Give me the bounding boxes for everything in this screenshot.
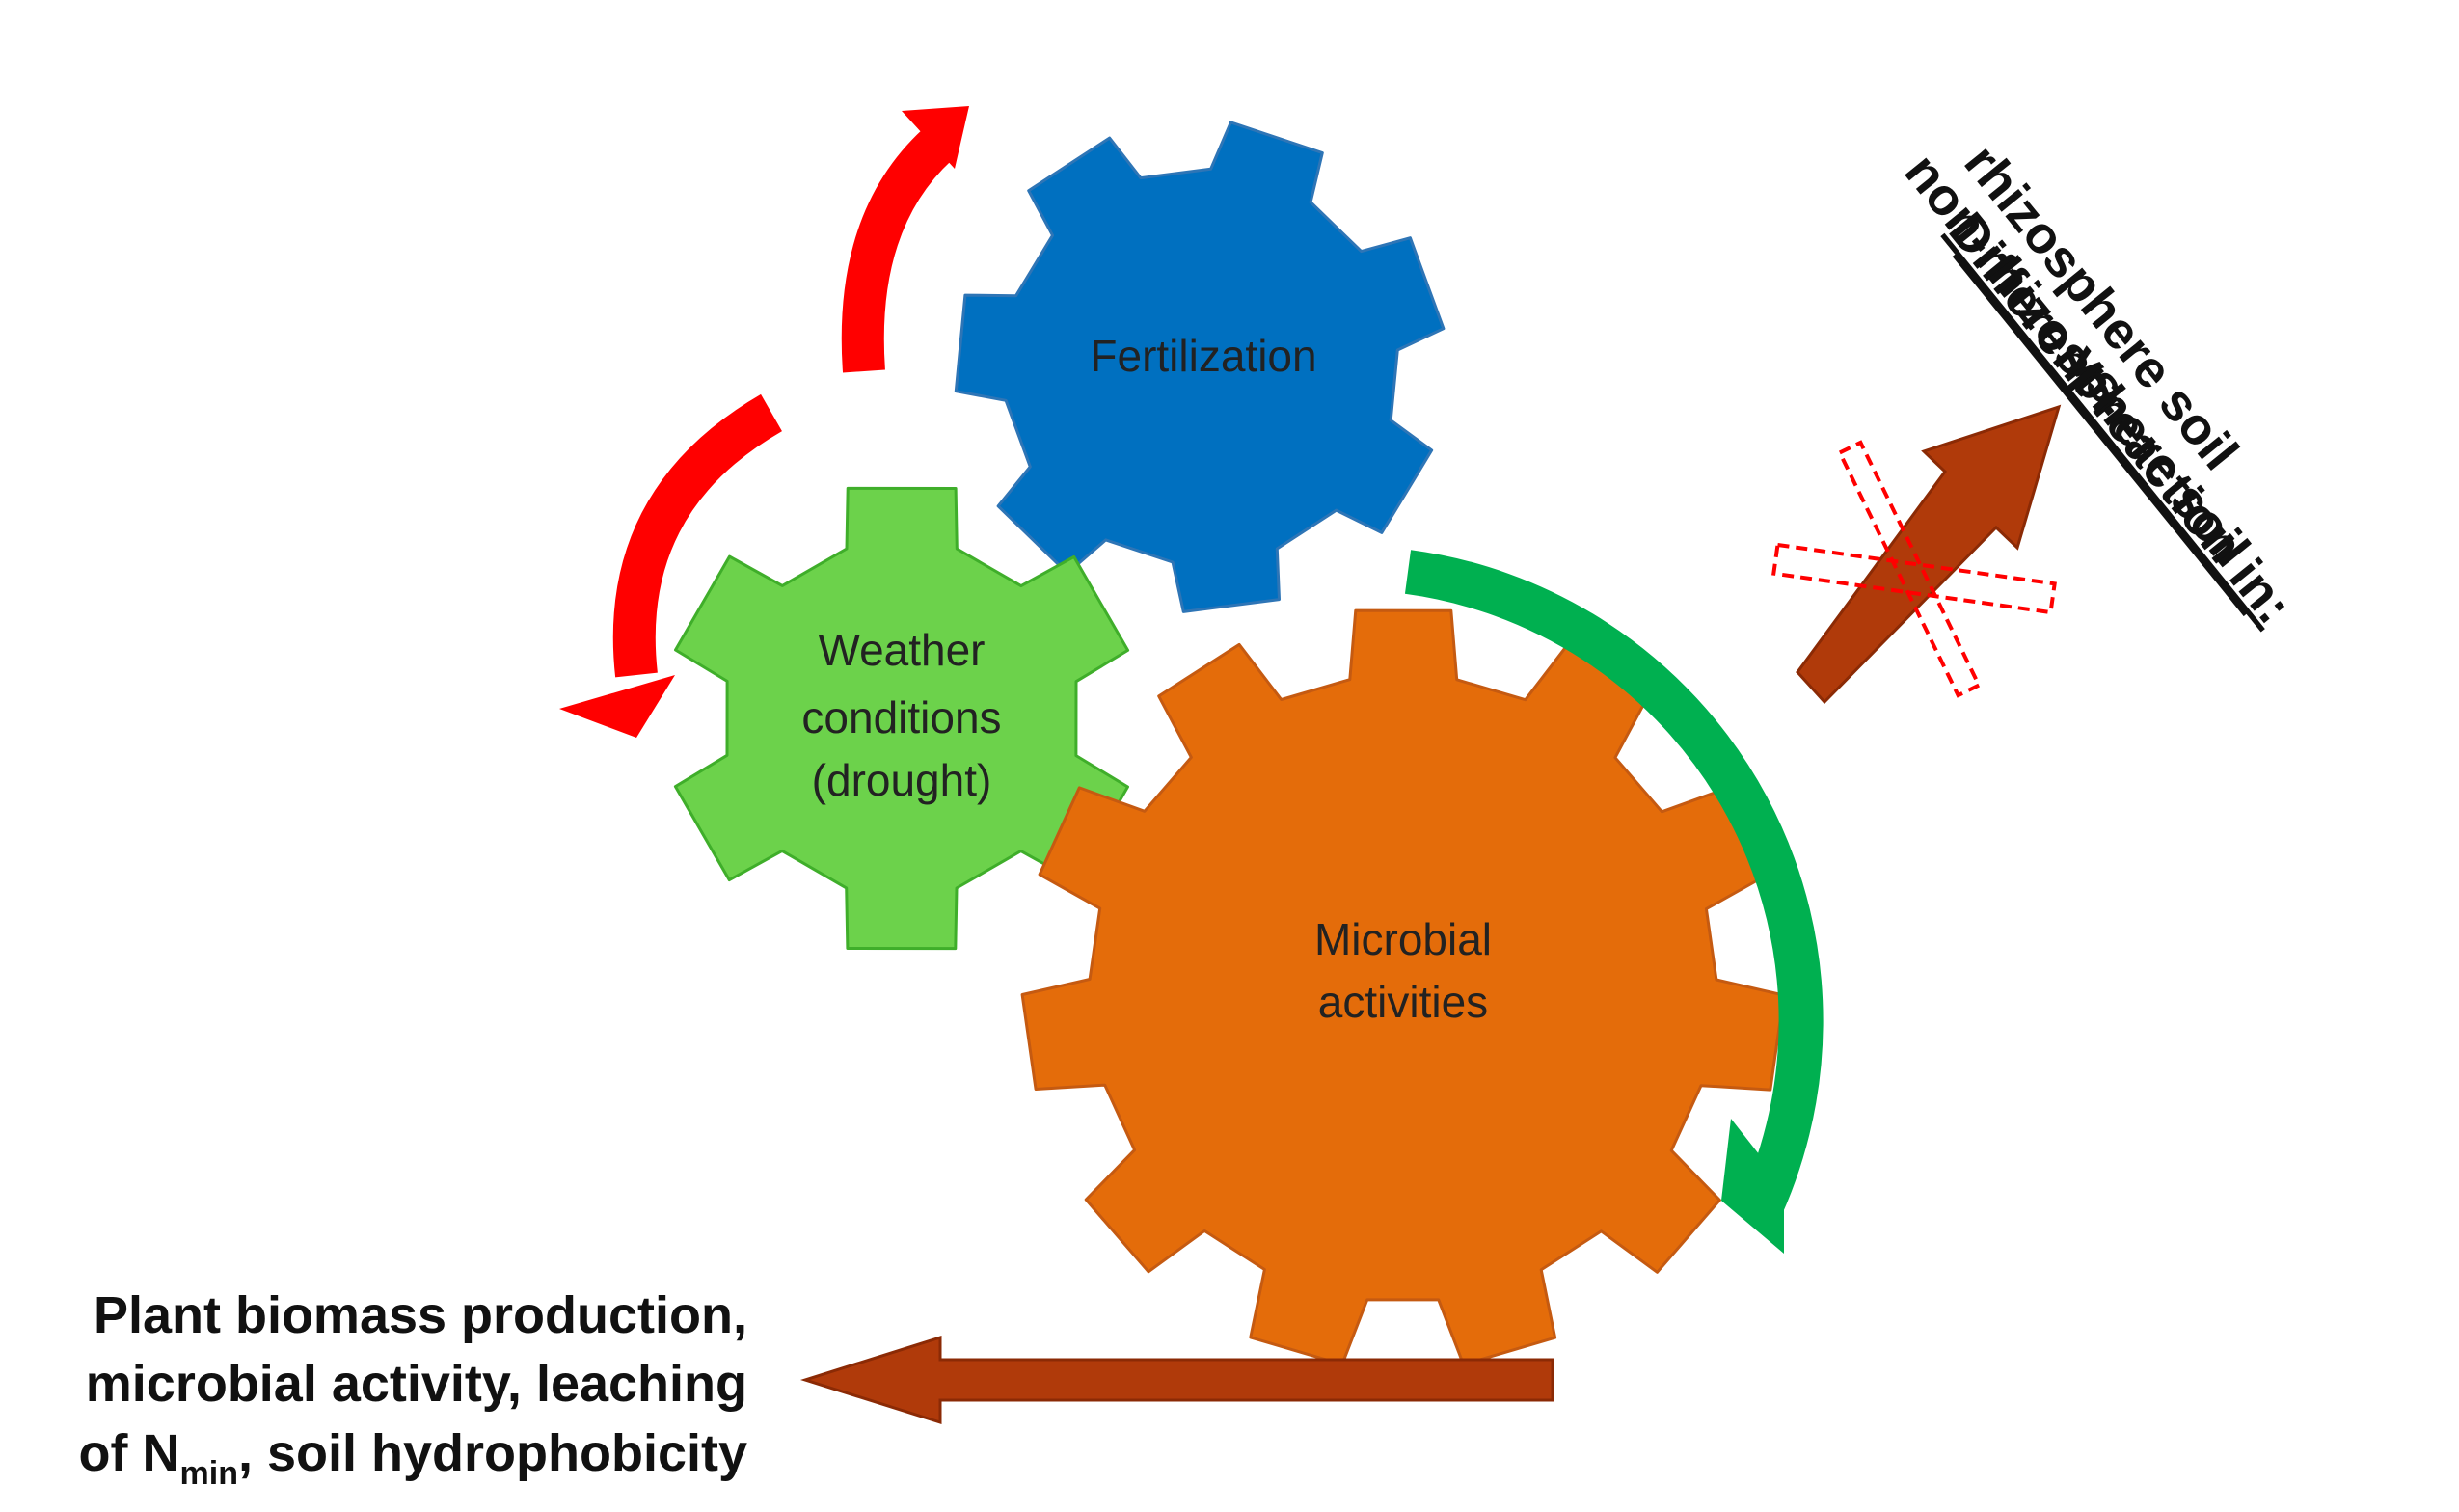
reaction-heading-underline (1952, 254, 2247, 617)
fertilization-label: Fertilization (1090, 331, 1316, 381)
red-arrow-lower (612, 393, 783, 678)
microbial-label-line1: Microbial (1314, 914, 1492, 964)
green-arrow-head (1721, 1119, 1784, 1254)
outcome-arrow (799, 1335, 1554, 1425)
weather-label-line1: Weather (818, 625, 985, 675)
weather-label-line3: (drought) (812, 755, 992, 805)
green-arrow (1404, 550, 1824, 1254)
microbial-label-line2: activities (1318, 977, 1488, 1027)
green-arrow-body (1404, 550, 1824, 1230)
reaction-arrow (1796, 404, 2062, 705)
cross-bar-horizontal (1771, 542, 2057, 615)
red-cycle-arrows (559, 106, 969, 738)
red-arrow-upper (841, 128, 953, 373)
outcome-line2: microbial activity, leaching (86, 1355, 747, 1413)
outcome-line3: of Nmin, soil hydrophobicity (79, 1424, 747, 1492)
cross-bar-diagonal (1837, 440, 1982, 698)
outcome-line3-suffix: , soil hydrophobicity (238, 1424, 747, 1482)
microbial-label: Microbial activities (1314, 914, 1492, 1027)
outcome-line1: Plant biomass production, (94, 1286, 747, 1344)
outcome-text: Plant biomass production, microbial acti… (79, 1286, 747, 1492)
negation-cross (1771, 440, 2057, 698)
weather-label-line2: conditions (801, 692, 1001, 742)
fertilization-gear (954, 121, 1446, 613)
outcome-line3-subscript: min (180, 1455, 238, 1492)
outcome-line3-prefix: of N (79, 1424, 180, 1482)
red-arrow-lower-head (559, 675, 675, 738)
weather-label: Weather conditions (drought) (801, 625, 1001, 805)
weather-gear (673, 486, 1130, 951)
red-arrow-upper-head (902, 106, 969, 169)
